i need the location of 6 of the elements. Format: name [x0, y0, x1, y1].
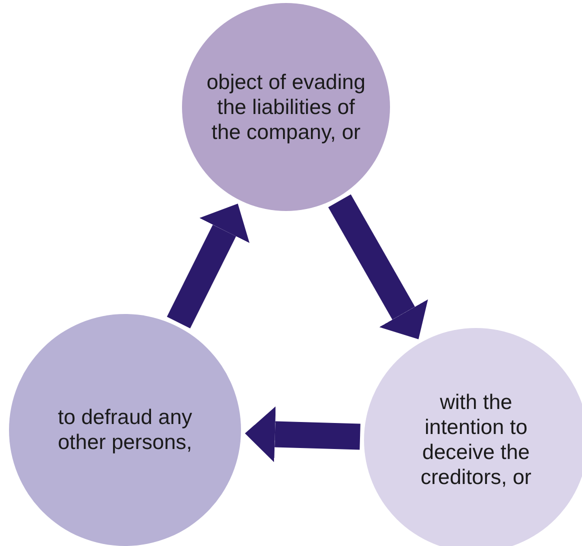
block-arrow — [244, 406, 360, 462]
circle-text: object of evading the liabilities of the company, or — [206, 70, 366, 144]
circle-text: with the intention to deceive the creditors, or — [420, 390, 532, 490]
block-arrow — [166, 204, 250, 328]
circle-text: to defraud any other persons, — [56, 405, 194, 455]
block-arrow — [328, 194, 428, 340]
